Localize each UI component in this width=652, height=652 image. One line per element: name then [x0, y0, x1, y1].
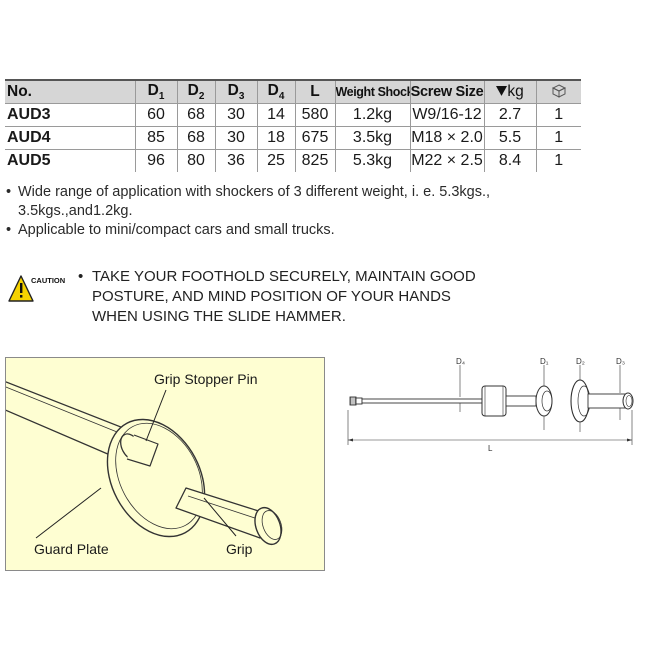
cell-model: AUD4 — [5, 126, 136, 150]
cell-quantity: 1 — [535, 126, 581, 150]
cell-l: 580 — [294, 103, 336, 127]
box-icon — [551, 84, 566, 98]
header-d4: D4 — [256, 79, 296, 104]
dim-label-d3: D₃ — [616, 357, 625, 366]
cell-weight-shocker: 3.5kg — [334, 126, 411, 150]
cell-weight: 2.7 — [483, 103, 537, 127]
cell-d3: 36 — [214, 149, 258, 172]
dim-label-d2: D₂ — [576, 357, 585, 366]
cell-quantity: 1 — [535, 103, 581, 127]
cell-d3: 30 — [214, 103, 258, 127]
header-weight-shocker: Weight Shocker — [334, 79, 411, 104]
cell-l: 825 — [294, 149, 336, 172]
caution-line: WHEN USING THE SLIDE HAMMER. — [92, 308, 346, 325]
cell-d4: 14 — [256, 103, 296, 127]
label-grip: Grip — [226, 541, 253, 557]
header-l: L — [294, 79, 336, 104]
header-screw-size: Screw Size — [409, 79, 485, 104]
header-weight: kg — [483, 79, 537, 104]
header-d2: D2 — [176, 79, 216, 104]
table-row: AUD4 85 68 30 18 675 3.5kg M18 × 2.0 5.5… — [5, 126, 581, 150]
table-header-row: No. D1 D2 D3 D4 L Weight Shocker Screw S… — [5, 79, 581, 104]
cell-weight-shocker: 1.2kg — [334, 103, 411, 127]
cell-d1: 85 — [134, 126, 178, 150]
caution-line: TAKE YOUR FOOTHOLD SECURELY, MAINTAIN GO… — [92, 268, 476, 285]
cell-d2: 80 — [176, 149, 216, 172]
note-text: Applicable to mini/compact cars and smal… — [18, 222, 335, 238]
table-row: AUD3 60 68 30 14 580 1.2kg W9/16-12 2.7 … — [5, 103, 581, 127]
cell-d1: 96 — [134, 149, 178, 172]
cell-d2: 68 — [176, 103, 216, 127]
cell-d1: 60 — [134, 103, 178, 127]
cell-d2: 68 — [176, 126, 216, 150]
dim-label-d4: D₄ — [456, 357, 465, 366]
cell-weight: 8.4 — [483, 149, 537, 172]
cell-d4: 25 — [256, 149, 296, 172]
grip-detail-panel: Grip Stopper Pin Guard Plate Grip — [5, 357, 325, 571]
caution-warning-icon: CAUTION — [8, 275, 65, 302]
dim-label-length: L — [488, 444, 493, 453]
cell-screw-size: M18 × 2.0 — [409, 126, 485, 150]
note-text-cont: 3.5kgs.,and1.2kg. — [18, 203, 133, 219]
cell-l: 675 — [294, 126, 336, 150]
spec-table: No. D1 D2 D3 D4 L Weight Shocker Screw S… — [5, 79, 581, 172]
cell-d3: 30 — [214, 126, 258, 150]
header-quantity — [535, 79, 581, 104]
caution-message: • TAKE YOUR FOOTHOLD SECURELY, MAINTAIN … — [78, 267, 548, 327]
label-guard-plate: Guard Plate — [34, 541, 109, 557]
caution-line: POSTURE, AND MIND POSITION OF YOUR HANDS — [92, 288, 451, 305]
dim-label-d1: D₁ — [540, 357, 549, 366]
grip-detail-illustration — [6, 381, 283, 546]
cell-screw-size: W9/16-12 — [409, 103, 485, 127]
caution-label: CAUTION — [31, 276, 65, 285]
cell-weight-shocker: 5.3kg — [334, 149, 411, 172]
header-no: No. — [5, 79, 136, 104]
cell-d4: 18 — [256, 126, 296, 150]
note-item: • Wide range of application with shocker… — [6, 184, 491, 219]
header-d3: D3 — [214, 79, 258, 104]
header-d1: D1 — [134, 79, 178, 104]
label-grip-stopper-pin: Grip Stopper Pin — [154, 371, 258, 387]
note-item: • Applicable to mini/compact cars and sm… — [6, 222, 335, 238]
cell-model: AUD5 — [5, 149, 136, 172]
feature-notes: • Wide range of application with shocker… — [6, 183, 576, 240]
slide-hammer-dimension-drawing: D₄ D₁ D₂ D₃ L — [347, 357, 634, 453]
cell-model: AUD3 — [5, 103, 136, 127]
note-text: Wide range of application with shockers … — [18, 184, 491, 200]
weight-triangle-icon — [496, 86, 508, 96]
table-row: AUD5 96 80 36 25 825 5.3kg M22 × 2.5 8.4… — [5, 149, 581, 172]
cell-screw-size: M22 × 2.5 — [409, 149, 485, 172]
cell-quantity: 1 — [535, 149, 581, 172]
cell-weight: 5.5 — [483, 126, 537, 150]
